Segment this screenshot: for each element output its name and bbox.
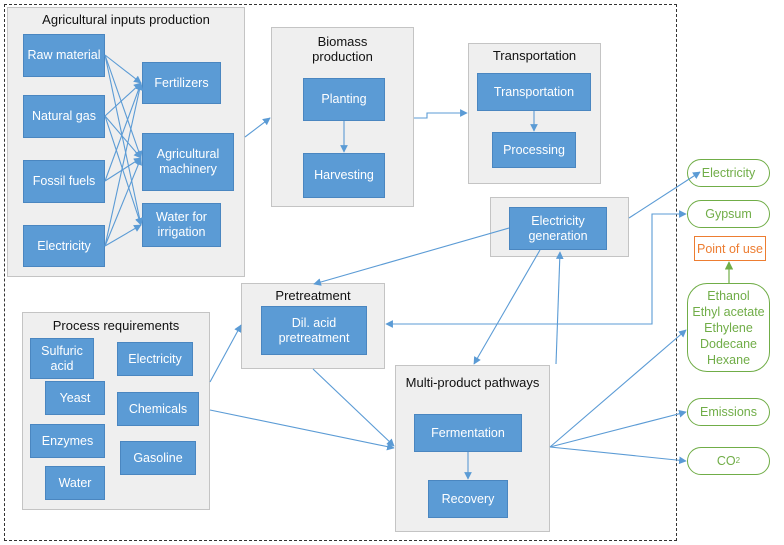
fuel-products-output: Ethanol Ethyl acetate Ethylene Dodecane … (687, 283, 770, 372)
electricity-process-box: Electricity (117, 342, 193, 376)
arrow (549, 329, 687, 448)
harvesting-box: Harvesting (303, 153, 385, 198)
agricultural-machinery-box: Agricultural machinery (142, 133, 234, 191)
system-boundary (4, 4, 677, 541)
arrow (104, 82, 142, 117)
arrow (104, 115, 142, 159)
arrow (313, 227, 510, 286)
electricity-generation-box: Electricity generation (509, 207, 607, 250)
co2-label: CO (716, 454, 736, 468)
panel-title: Transportation (492, 48, 577, 63)
water-box: Water (45, 466, 105, 500)
arrow (414, 109, 468, 119)
recovery-box: Recovery (428, 480, 508, 518)
panel-title: Agricultural inputs production (42, 12, 210, 27)
processing-box: Processing (492, 132, 576, 168)
arrow (549, 409, 687, 448)
fossil-fuels-box: Fossil fuels (23, 160, 105, 203)
arrow (209, 324, 242, 383)
chemicals-box: Chemicals (117, 392, 199, 426)
arrow (244, 117, 271, 138)
arrow (104, 157, 142, 182)
arrow (104, 224, 142, 247)
fertilizers-box: Fertilizers (142, 62, 221, 104)
water-for-irrigation-box: Water for irrigation (142, 203, 221, 247)
arrow (104, 157, 142, 247)
arrow (104, 115, 143, 226)
arrow (473, 249, 541, 365)
dil-acid-pretreatment-box: Dil. acid pretreatment (261, 306, 367, 355)
arrow (385, 213, 678, 328)
arrow (104, 82, 143, 182)
panel-title: Multi-product pathways (405, 375, 540, 390)
panel-title: Pretreatment (275, 288, 351, 303)
arrow (628, 171, 701, 219)
co2-subscript: 2 (735, 456, 741, 465)
yeast-box: Yeast (45, 381, 105, 415)
point-of-use-box: Point of use (694, 236, 766, 261)
arrow (555, 251, 564, 365)
arrow (549, 446, 687, 465)
arrow (209, 409, 395, 451)
raw-material-box: Raw material (23, 34, 105, 77)
arrow (104, 54, 143, 159)
transportation-box: Transportation (477, 73, 591, 111)
sulfuric-acid-box: Sulfuric acid (30, 338, 94, 379)
natural-gas-box: Natural gas (23, 95, 105, 138)
arrow (104, 82, 144, 247)
panel-title: Process requirements (52, 318, 180, 333)
arrow (104, 54, 142, 84)
fermentation-box: Fermentation (414, 414, 522, 452)
enzymes-box: Enzymes (30, 424, 105, 458)
planting-box: Planting (303, 78, 385, 121)
gasoline-box: Gasoline (120, 441, 196, 475)
gypsum-output: Gypsum (687, 200, 770, 228)
electricity-output: Electricity (687, 159, 770, 187)
arrow (104, 54, 144, 226)
arrow (312, 368, 395, 447)
panel-title: Biomass production (312, 34, 373, 64)
emissions-output: Emissions (687, 398, 770, 426)
electricity-input-box: Electricity (23, 225, 105, 267)
